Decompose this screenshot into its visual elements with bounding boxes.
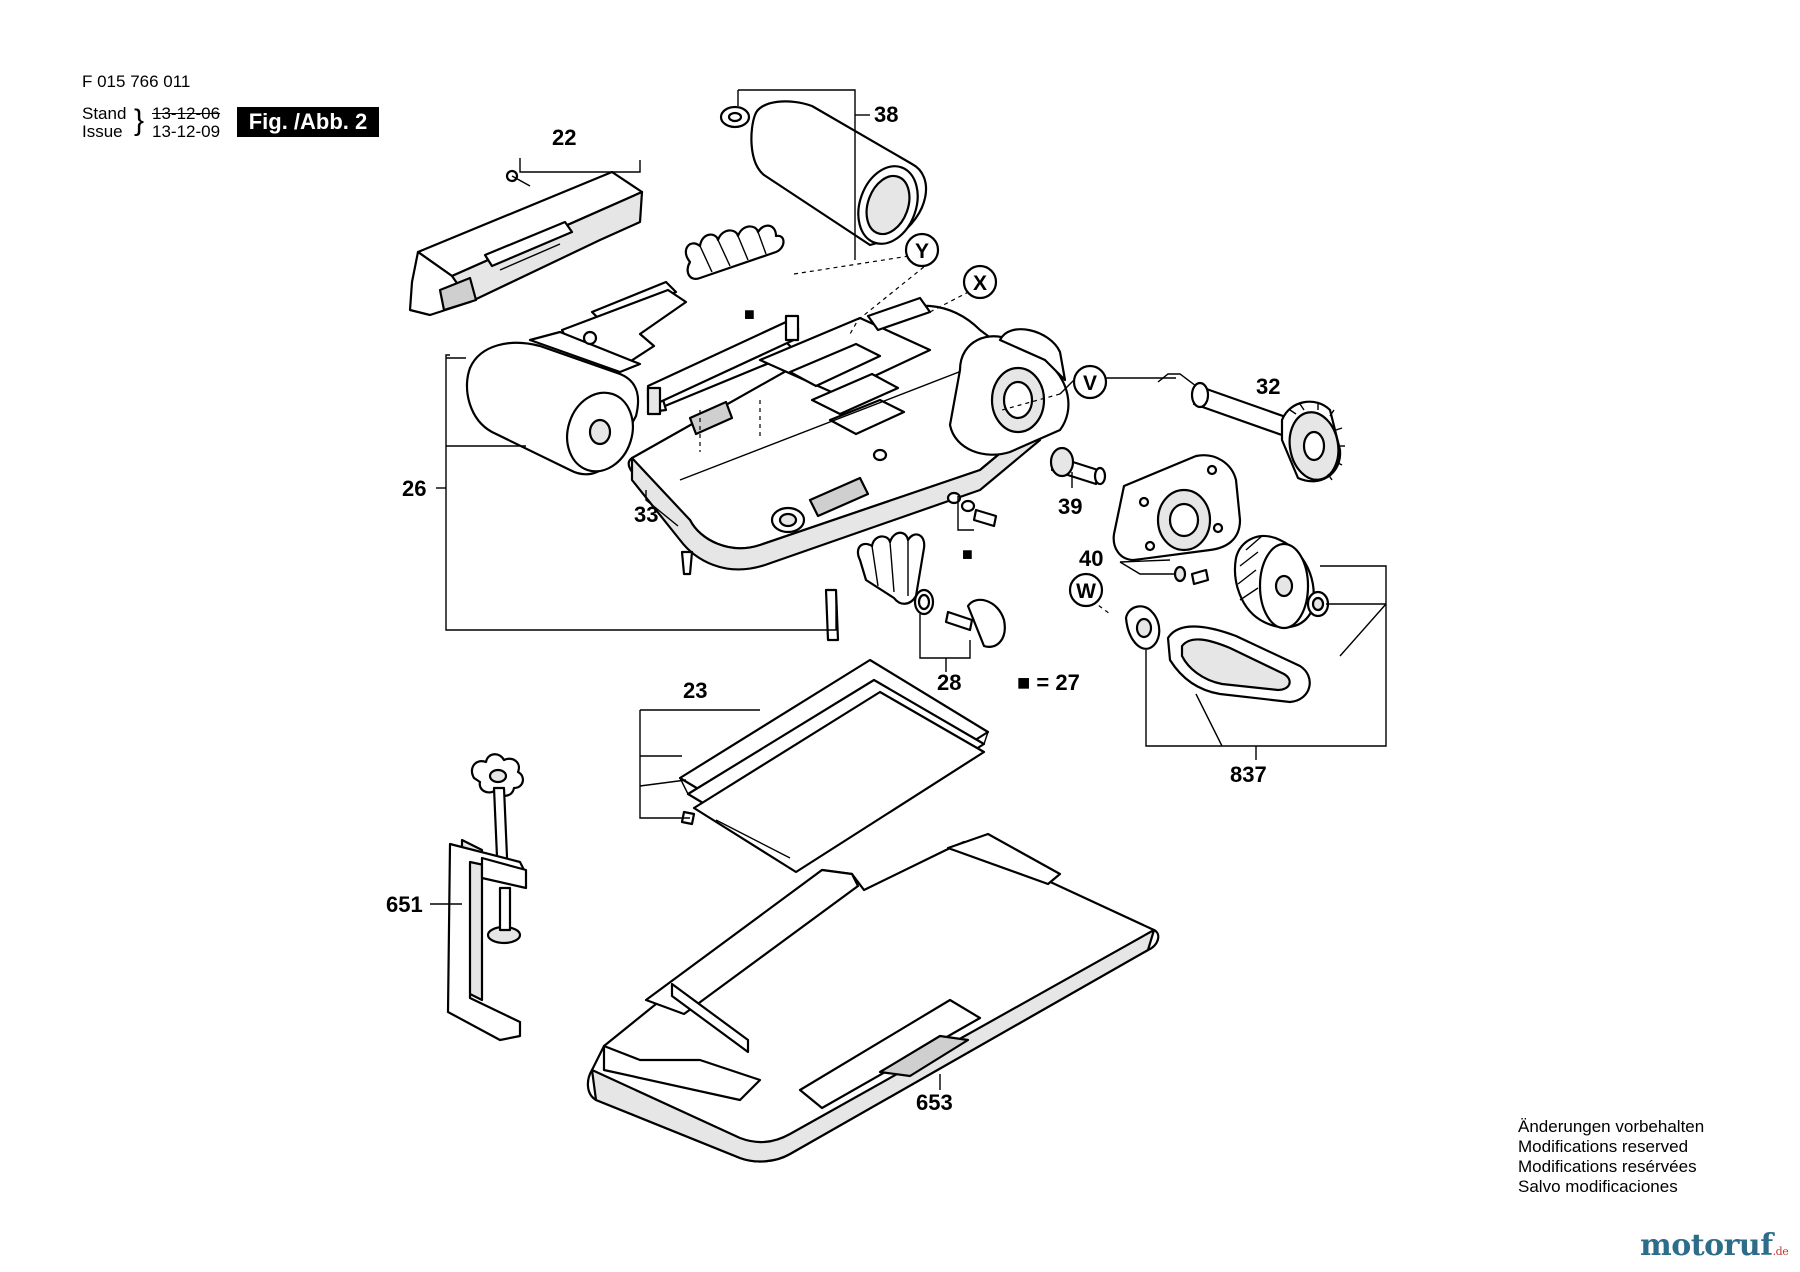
svg-text:W: W: [1076, 580, 1096, 603]
svg-text:Y: Y: [915, 240, 929, 263]
view-marker-y: Y: [904, 232, 940, 268]
brand-name: motoruf: [1640, 1228, 1773, 1263]
brand-tld: .de: [1772, 1245, 1789, 1258]
part-651-clamp: [446, 753, 528, 1042]
date-brace: }: [134, 104, 145, 137]
callout-837: 837: [1230, 762, 1267, 787]
callout-653: 653: [916, 1090, 953, 1115]
part-38-roller: [719, 100, 927, 247]
notice-french: Modifications resérvées: [1518, 1157, 1697, 1176]
callout-32: 32: [1256, 374, 1280, 399]
document-number: F 015 766 011: [82, 72, 191, 91]
part-23-sanding-sheets: [678, 658, 990, 874]
part-40-gear-cover: [1112, 454, 1242, 586]
part-653-stand-base: [586, 832, 1160, 1163]
notice-block: Änderungen vorbehalten Modifications res…: [1518, 1117, 1704, 1197]
stand-date: 13-12-06: [152, 104, 221, 123]
square-marker-screws: ■: [962, 544, 973, 564]
callout-40: 40: [1079, 546, 1103, 571]
stand-label: Stand: [82, 104, 127, 123]
part-32-gear-shaft: [1190, 381, 1345, 483]
square-legend: ■ = 27: [1017, 670, 1080, 695]
issue-label: Issue: [82, 122, 123, 141]
view-marker-v: V: [1072, 364, 1108, 400]
drive-housing: [948, 328, 1070, 456]
notice-english: Modifications reserved: [1518, 1137, 1689, 1156]
brand-watermark: motoruf.de: [1640, 1228, 1789, 1263]
callout-26: 26: [402, 476, 426, 501]
callout-33: 33: [634, 502, 658, 527]
callout-38: 38: [874, 102, 898, 127]
part-22-cover: [408, 169, 644, 317]
svg-text:X: X: [973, 272, 987, 295]
part-26-roller: [465, 330, 642, 476]
svg-text:V: V: [1083, 372, 1097, 395]
callout-22: 22: [552, 125, 576, 150]
figure-label: Fig. /Abb. 2: [237, 107, 379, 137]
callout-28: 28: [937, 670, 961, 695]
notice-german: Änderungen vorbehalten: [1518, 1117, 1705, 1136]
issue-date: 13-12-09: [152, 122, 221, 141]
washers-and-screw: [680, 491, 998, 642]
leader-lines: [430, 89, 1387, 1090]
part-39-pinion: [1049, 446, 1107, 486]
callout-651: 651: [386, 892, 423, 917]
square-marker-top: ■: [744, 304, 755, 324]
view-marker-w: W: [1068, 572, 1104, 608]
strip-part: [646, 314, 800, 416]
view-marker-x: X: [962, 264, 998, 300]
callout-23: 23: [683, 678, 707, 703]
part-28-tension-knob: [856, 531, 1006, 648]
part-837-pulley-belt: [1124, 534, 1330, 704]
spring-top: [684, 224, 785, 280]
notice-spanish: Salvo modificaciones: [1518, 1177, 1678, 1196]
callout-39: 39: [1058, 494, 1082, 519]
